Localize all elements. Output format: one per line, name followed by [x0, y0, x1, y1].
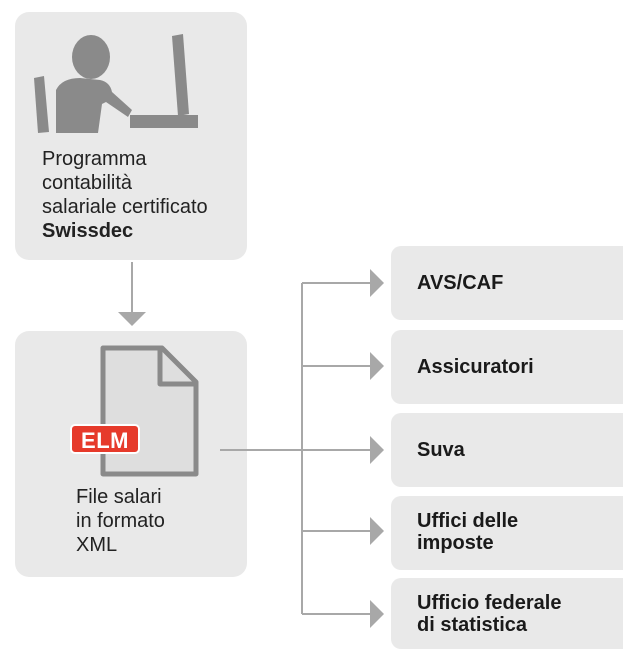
down-arrow [118, 262, 146, 326]
source-program-label: Programma contabilità salariale certific… [42, 147, 242, 243]
person-at-computer-icon [34, 34, 198, 133]
destination-label-line-1: Uffici delle [417, 510, 519, 532]
file-line-1: File salari [76, 486, 162, 508]
source-program-box [15, 12, 247, 260]
connector-arrowheads [370, 269, 384, 628]
destination-insurers: Assicuratori [391, 330, 623, 404]
source-line-1: Programma [42, 148, 147, 170]
destination-avs-caf: AVS/CAF [391, 246, 623, 320]
destination-label: AVS/CAF [417, 272, 504, 294]
elm-badge: ELM [70, 424, 140, 454]
xml-file-label: File salari in formato XML [76, 485, 236, 557]
file-line-3: XML [76, 534, 118, 556]
source-line-3: salariale certificato [42, 196, 208, 218]
destination-suva: Suva [391, 413, 623, 487]
source-line-2: contabilità [42, 172, 133, 194]
destination-label-line-2: imposte [417, 532, 494, 554]
destination-label-line-1: Ufficio federale [417, 592, 562, 614]
source-brand: Swissdec [42, 220, 134, 242]
destination-federal-statistics: Ufficio federale di statistica [391, 578, 623, 649]
destination-label-line-2: di statistica [417, 614, 528, 636]
destination-label: Suva [417, 439, 465, 461]
destination-label: Assicuratori [417, 356, 534, 378]
destination-tax-offices: Uffici delle imposte [391, 496, 623, 570]
file-line-2: in formato [76, 510, 165, 532]
connector-lines [220, 282, 370, 615]
